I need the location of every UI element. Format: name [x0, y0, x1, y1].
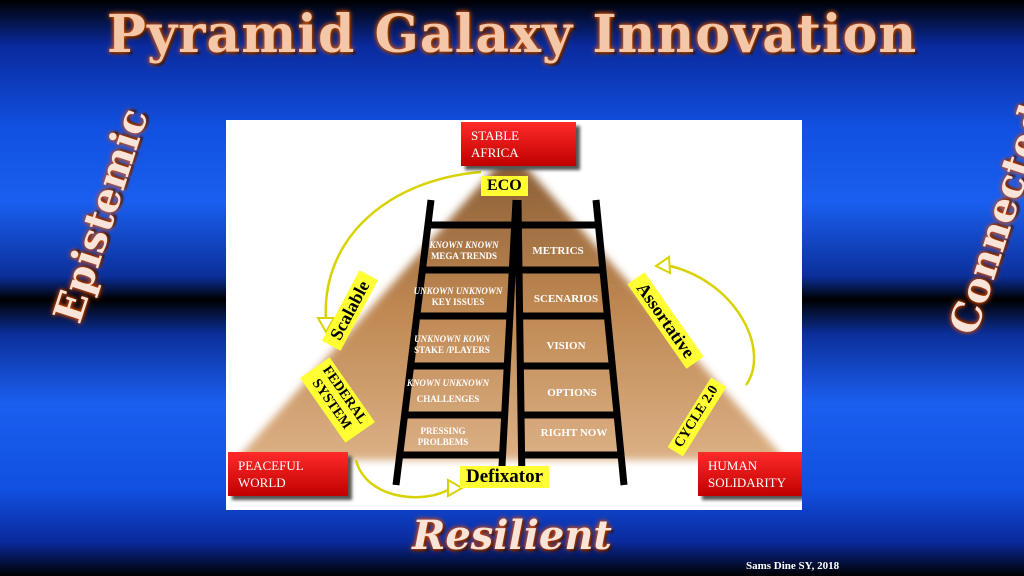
- peaceful-world-box: PEACEFUL WORLD: [228, 452, 348, 496]
- left-step-line2: STAKE /PLAYERS: [414, 345, 490, 355]
- slide-title: Pyramid Galaxy Innovation: [106, 4, 918, 65]
- left-step: PRESSING PROLBEMS: [400, 426, 486, 448]
- defixator-label: Defixator: [460, 466, 550, 488]
- left-step-line2: CHALLENGES: [416, 394, 480, 404]
- arrow-cycle-to-assortative: [665, 263, 756, 386]
- left-step: KNOWN UNKNOWN CHALLENGES: [402, 378, 494, 405]
- ladder: [392, 199, 628, 486]
- epistemic-label: Epistemic: [44, 102, 158, 329]
- arrow-eco-to-scalable: [324, 170, 482, 321]
- pyramid-diagram: STABLE AFRICA PEACEFUL WORLD HUMAN SOLID…: [226, 120, 802, 510]
- connected-label: Connected: [940, 98, 1024, 341]
- right-step: OPTIONS: [547, 387, 597, 399]
- left-step-line2: KEY ISSUES: [431, 297, 485, 307]
- human-solidarity-line1: HUMAN: [708, 458, 758, 473]
- stable-africa-box: STABLE AFRICA: [461, 122, 576, 166]
- arrow-federal-to-defixator: [354, 459, 452, 499]
- left-step: KNOWN KNOWN MEGA TRENDS: [418, 240, 510, 262]
- peaceful-world-line1: PEACEFUL: [238, 458, 304, 473]
- peaceful-world-line2: WORLD: [238, 475, 286, 490]
- left-step: UNKOWN UNKNOWN KEY ISSUES: [412, 286, 504, 308]
- stable-africa-line1: STABLE: [471, 128, 520, 143]
- pyramid-graphic: [236, 150, 786, 499]
- human-solidarity-box: HUMAN SOLIDARITY: [698, 452, 802, 496]
- stable-africa-line2: AFRICA: [471, 145, 519, 160]
- right-step: RIGHT NOW: [540, 427, 608, 439]
- left-step-line1: UNKNOWN KOWN: [414, 334, 490, 344]
- left-step-line2: PRESSING PROLBEMS: [417, 426, 469, 447]
- right-step: SCENARIOS: [533, 293, 599, 305]
- left-step-line1: UNKOWN UNKNOWN: [413, 286, 503, 296]
- arrowhead-defixator: [447, 478, 465, 498]
- left-step: UNKNOWN KOWN STAKE /PLAYERS: [406, 334, 498, 356]
- arrowhead-assortative: [654, 255, 672, 275]
- left-step-line1: KNOWN KNOWN: [429, 240, 499, 250]
- right-step: VISION: [546, 340, 586, 352]
- human-solidarity-line2: SOLIDARITY: [708, 475, 786, 490]
- left-step-line2: MEGA TRENDS: [430, 251, 498, 261]
- right-step: METRICS: [532, 245, 584, 257]
- left-step-line1: KNOWN UNKNOWN: [406, 378, 490, 388]
- credit-text: Sams Dine SY, 2018: [746, 560, 840, 572]
- resilient-label: Resilient: [412, 512, 612, 559]
- eco-label: ECO: [481, 176, 528, 196]
